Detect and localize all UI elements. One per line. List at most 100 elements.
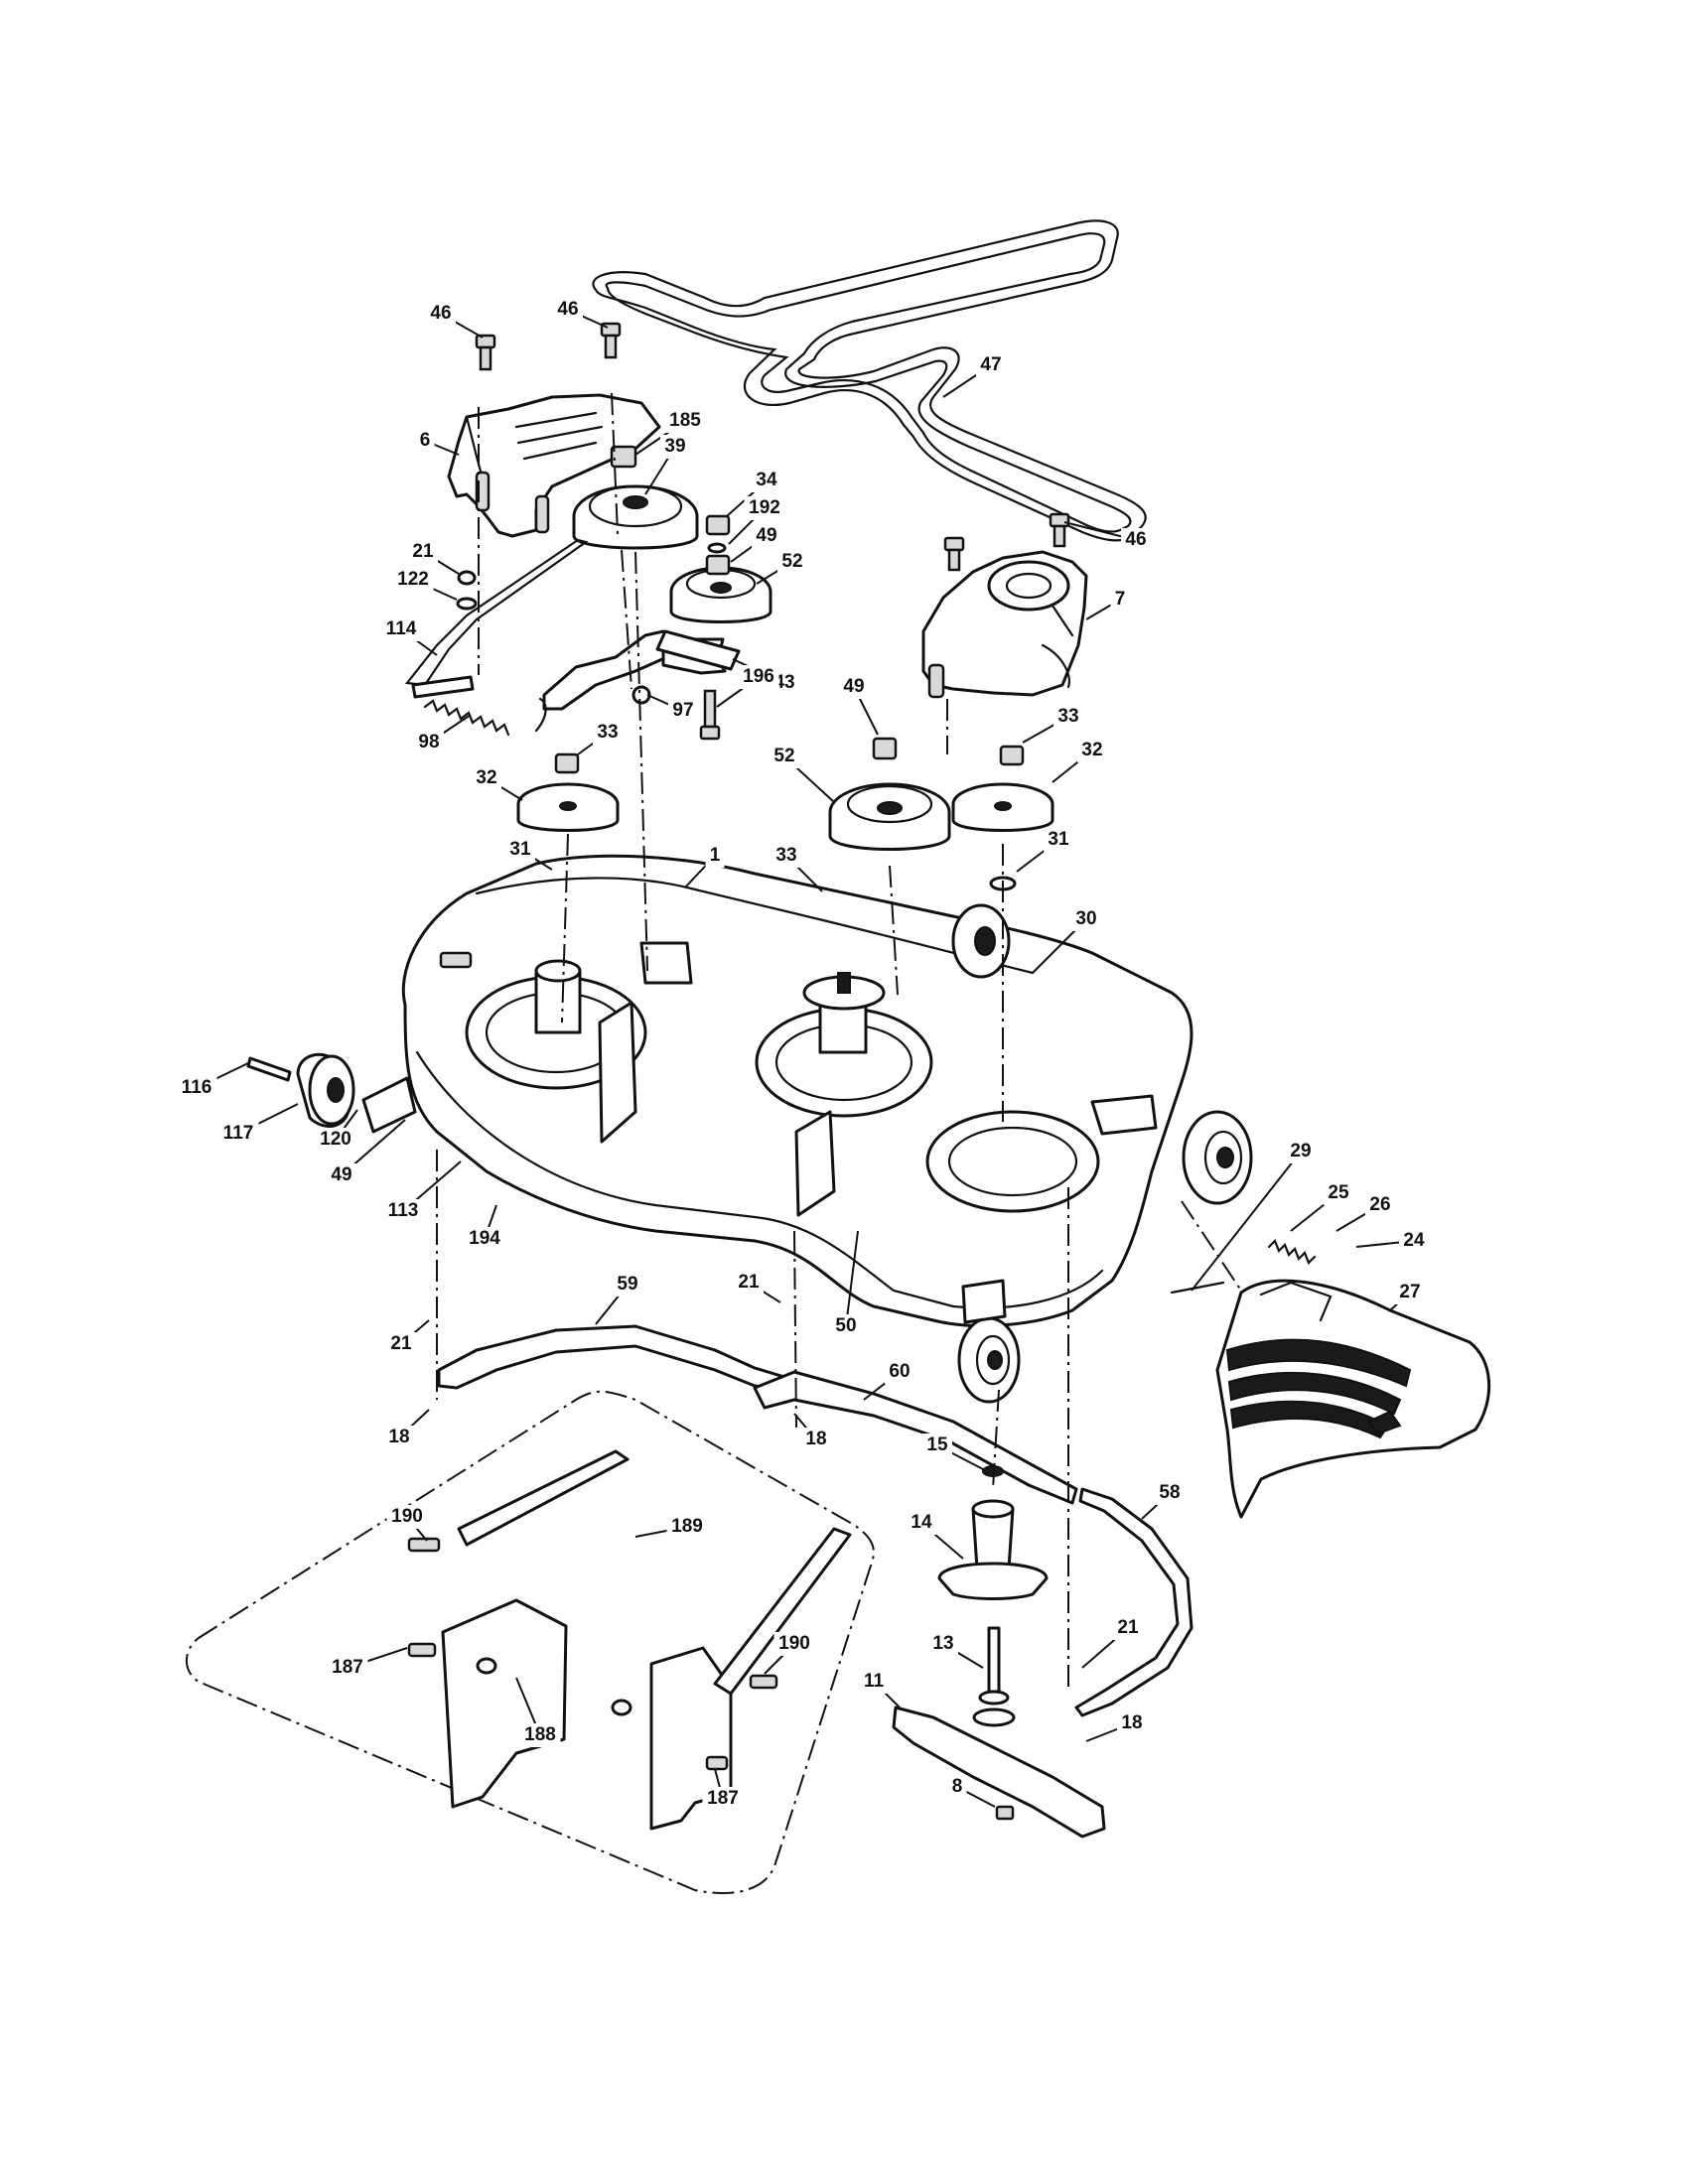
callout-label-26: 26 xyxy=(1369,1194,1390,1215)
callout-label-98: 98 xyxy=(418,732,439,752)
callout-bg xyxy=(384,1426,414,1449)
callout-label-188: 188 xyxy=(524,1724,556,1745)
callout-label-192: 192 xyxy=(749,497,780,518)
callout-label-15: 15 xyxy=(926,1434,948,1455)
callout-bg xyxy=(176,1076,217,1100)
callout-label-7: 7 xyxy=(1115,589,1126,610)
callout-label-18: 18 xyxy=(805,1429,826,1449)
left-pulley-cover-part xyxy=(447,393,661,538)
callout-bg xyxy=(613,1273,642,1297)
blade-11-part xyxy=(892,1706,1106,1839)
deck-wheel-right-part xyxy=(1090,1094,1253,1205)
callout-label-50: 50 xyxy=(835,1315,856,1336)
idler-pulley-52b-part xyxy=(828,782,951,851)
callout-label-11: 11 xyxy=(864,1671,885,1692)
callout-label-18: 18 xyxy=(1121,1712,1142,1733)
callout-bg xyxy=(327,1656,368,1680)
callout-bg xyxy=(752,469,781,492)
callout-label-46: 46 xyxy=(557,299,578,320)
callout-label-24: 24 xyxy=(1403,1230,1425,1251)
callout-bg xyxy=(1155,1481,1185,1505)
callout-bg xyxy=(907,1511,936,1535)
pulley-32-left-part xyxy=(516,782,620,832)
bolt-116-part xyxy=(246,1056,292,1082)
callout-bg xyxy=(426,302,456,326)
callout-bg xyxy=(217,1122,259,1146)
callout-bg xyxy=(922,1433,952,1457)
callout-label-190: 190 xyxy=(778,1633,810,1654)
baffle-59-part xyxy=(437,1324,796,1392)
callout-bg xyxy=(705,844,725,868)
callout-label-21: 21 xyxy=(738,1272,760,1293)
callout-label-13: 13 xyxy=(932,1633,953,1654)
callout-bg xyxy=(1395,1281,1425,1304)
callout-bg xyxy=(386,1505,428,1529)
callout-label-43: 43 xyxy=(773,672,794,693)
callout-bg xyxy=(772,844,801,868)
callout-bg xyxy=(593,721,623,745)
callout-label-21: 21 xyxy=(390,1333,412,1354)
callout-bg xyxy=(1053,705,1083,729)
callout-bg xyxy=(472,766,501,790)
callout-bg xyxy=(1071,907,1101,931)
callout-label-34: 34 xyxy=(756,470,777,490)
belt-part xyxy=(592,219,1147,542)
callout-bg xyxy=(773,1632,815,1656)
callout-label-189: 189 xyxy=(671,1516,703,1537)
callout-label-14: 14 xyxy=(911,1512,932,1533)
callout-bg xyxy=(1113,1616,1143,1640)
callout-bg xyxy=(738,665,779,689)
callout-bg xyxy=(666,1515,708,1539)
callout-bg xyxy=(519,1723,561,1747)
callout-bg xyxy=(734,1271,764,1295)
callout-bg xyxy=(1324,1181,1353,1205)
callout-label-114: 114 xyxy=(386,618,417,639)
callout-bg xyxy=(839,675,869,699)
pulley-39-part xyxy=(572,484,699,550)
callout-label-196: 196 xyxy=(743,666,774,687)
callout-label-52: 52 xyxy=(773,746,794,766)
right-pulley-cover-part xyxy=(921,550,1088,699)
callout-label-8: 8 xyxy=(952,1776,963,1797)
callout-bg xyxy=(744,496,785,520)
inset-accessory-kit-part xyxy=(186,1390,875,1894)
callout-label-27: 27 xyxy=(1399,1282,1420,1302)
callout-label-187: 187 xyxy=(707,1788,739,1809)
callout-bg xyxy=(1399,1229,1429,1253)
callout-bg xyxy=(660,435,690,459)
callout-bg xyxy=(1044,828,1073,852)
wheel-117-part xyxy=(296,1052,417,1134)
callout-bg xyxy=(415,429,435,453)
idler-arm-part xyxy=(404,538,727,711)
callout-bg xyxy=(1286,1140,1316,1163)
deck-wheel-rear-part xyxy=(951,903,1011,979)
pulley-32-right-part xyxy=(951,782,1054,832)
bolts-46-part xyxy=(475,322,1070,572)
callout-label-32: 32 xyxy=(1081,740,1102,760)
callout-label-46: 46 xyxy=(1125,529,1146,550)
callout-label-49: 49 xyxy=(756,525,776,546)
callout-bg xyxy=(315,1128,356,1152)
callout-bg xyxy=(831,1314,861,1338)
callout-bg xyxy=(327,1163,356,1187)
spring-25-part xyxy=(1267,1239,1317,1265)
callout-label-25: 25 xyxy=(1328,1182,1349,1203)
baffle-58-part xyxy=(1074,1487,1193,1717)
callout-bg xyxy=(664,409,706,433)
spindle-14-part xyxy=(937,1465,1049,1600)
callout-bg xyxy=(885,1360,914,1384)
callout-label-49: 49 xyxy=(331,1164,351,1185)
callout-label-31: 31 xyxy=(509,839,531,860)
callout-label-116: 116 xyxy=(182,1077,212,1098)
discharge-chute-part xyxy=(1215,1279,1491,1519)
callout-label-113: 113 xyxy=(388,1200,419,1221)
callout-label-122: 122 xyxy=(397,569,429,590)
idler-pulley-52a-part xyxy=(669,566,772,623)
callout-label-194: 194 xyxy=(469,1228,500,1249)
callout-label-52: 52 xyxy=(781,551,802,572)
bolt-196-part xyxy=(699,689,721,741)
callout-label-21: 21 xyxy=(412,541,434,562)
callout-bg xyxy=(801,1428,831,1451)
callout-bg xyxy=(770,745,799,768)
